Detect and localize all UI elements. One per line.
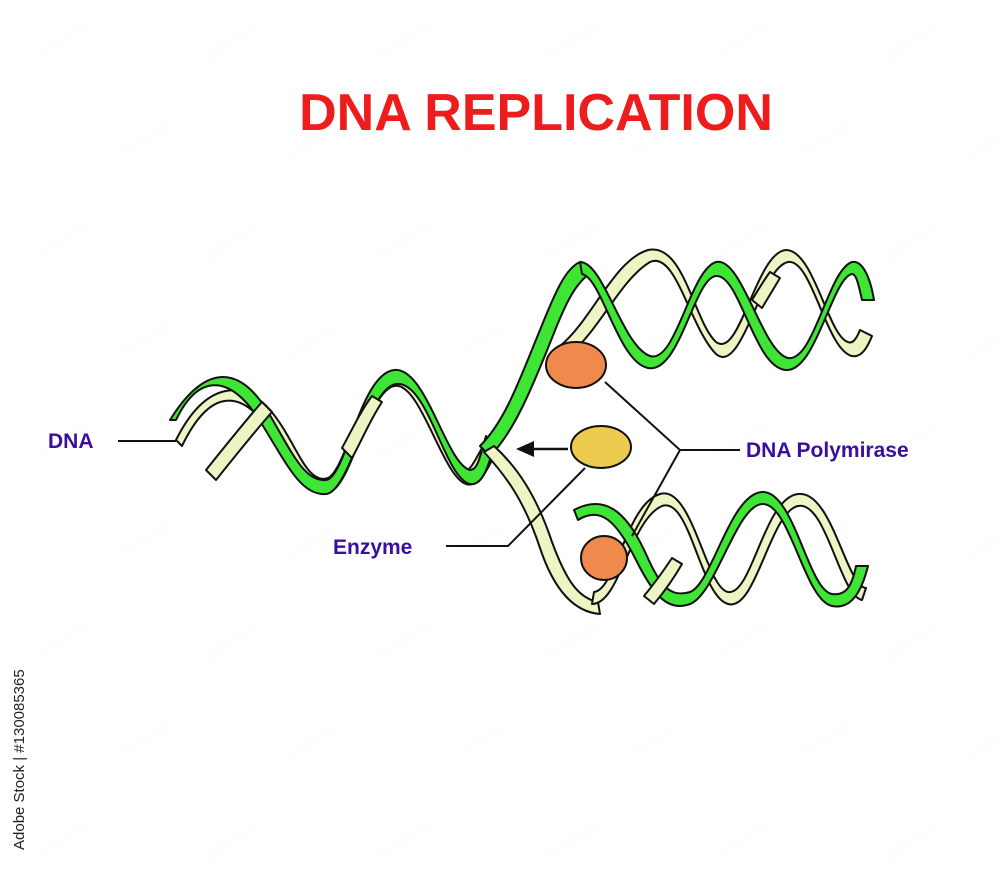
dna-label: DNA bbox=[48, 430, 94, 453]
lower-strand-pale bbox=[591, 492, 867, 606]
watermark-mark: ◌◌◌◌◌ bbox=[452, 516, 515, 565]
watermark-mark: ◌◌◌◌◌ bbox=[962, 316, 1000, 365]
watermark-mark: ◌◌◌◌◌ bbox=[542, 816, 605, 865]
polymerase-leader-branch bbox=[631, 449, 681, 537]
parent-cross-1 bbox=[205, 401, 273, 481]
watermark-mark: ◌◌◌◌◌ bbox=[882, 816, 945, 865]
watermark-mark: ◌◌◌◌◌ bbox=[372, 216, 435, 265]
watermark-mark: ◌◌◌◌◌ bbox=[882, 216, 945, 265]
watermark-mark: ◌◌◌◌◌ bbox=[112, 116, 175, 165]
watermark-mark: ◌◌◌◌◌ bbox=[372, 416, 435, 465]
watermark-mark: ◌◌◌◌◌ bbox=[202, 216, 265, 265]
upper-daughter-helix bbox=[559, 248, 875, 372]
watermark-mark: ◌◌◌◌◌ bbox=[882, 16, 945, 65]
watermark-mark: ◌◌◌◌◌ bbox=[962, 716, 1000, 765]
watermark-mark: ◌◌◌◌◌ bbox=[202, 816, 265, 865]
watermark-mark: ◌◌◌◌◌ bbox=[712, 216, 775, 265]
watermark-mark: ◌◌◌◌◌ bbox=[112, 716, 175, 765]
watermark-mark: ◌◌◌◌◌ bbox=[282, 316, 345, 365]
watermark-mark: ◌◌◌◌◌ bbox=[202, 616, 265, 665]
page-title: DNA REPLICATION bbox=[299, 84, 773, 142]
watermark-mark: ◌◌◌◌◌ bbox=[712, 816, 775, 865]
enzyme-leader bbox=[446, 467, 586, 547]
polymerase-upper-ellipse bbox=[545, 341, 607, 389]
leader-lines bbox=[118, 381, 740, 547]
watermark-mark: ◌◌◌◌◌ bbox=[542, 216, 605, 265]
watermark-mark: ◌◌◌◌◌ bbox=[32, 616, 95, 665]
upper-strand-green bbox=[579, 260, 875, 372]
polymerase-label: DNA Polymirase bbox=[746, 439, 909, 462]
lower-cross-accent bbox=[643, 557, 683, 605]
watermark-mark: ◌◌◌◌◌ bbox=[712, 616, 775, 665]
watermark-mark: ◌◌◌◌◌ bbox=[882, 616, 945, 665]
watermark-mark: ◌◌◌◌◌ bbox=[962, 516, 1000, 565]
watermark-mark: ◌◌◌◌◌ bbox=[372, 816, 435, 865]
fork-lower-arm bbox=[483, 445, 601, 615]
watermark-mark: ◌◌◌◌◌ bbox=[542, 16, 605, 65]
upper-cross-accent bbox=[751, 271, 781, 309]
enzyme-ellipse bbox=[570, 425, 632, 469]
watermark-mark: ◌◌◌◌◌ bbox=[32, 16, 95, 65]
watermark-mark: ◌◌◌◌◌ bbox=[372, 16, 435, 65]
watermark-mark: ◌◌◌◌◌ bbox=[792, 116, 855, 165]
watermark-mark: ◌◌◌◌◌ bbox=[32, 816, 95, 865]
parent-cross-2 bbox=[341, 395, 383, 459]
watermark-mark: ◌◌◌◌◌ bbox=[112, 516, 175, 565]
parent-dna-helix bbox=[169, 368, 495, 496]
watermark-mark: ◌◌◌◌◌ bbox=[452, 316, 515, 365]
watermark-mark: ◌◌◌◌◌ bbox=[962, 116, 1000, 165]
polymerase-lower-ellipse bbox=[580, 535, 628, 581]
watermark-mark: ◌◌◌◌◌ bbox=[372, 616, 435, 665]
watermark-mark: ◌◌◌◌◌ bbox=[792, 716, 855, 765]
stock-id-text: Adobe Stock | #130085365 bbox=[11, 669, 28, 850]
arrow-head-icon bbox=[516, 441, 534, 457]
watermark-mark: ◌◌◌◌◌ bbox=[282, 716, 345, 765]
direction-arrow bbox=[516, 441, 568, 457]
watermark-mark: ◌◌◌◌◌ bbox=[452, 716, 515, 765]
watermark-mark: ◌◌◌◌◌ bbox=[622, 716, 685, 765]
watermark-mark: ◌◌◌◌◌ bbox=[712, 16, 775, 65]
parent-strand-green bbox=[169, 368, 495, 496]
lower-strand-green bbox=[573, 490, 869, 608]
watermark-mark: ◌◌◌◌◌ bbox=[32, 216, 95, 265]
watermark-mark: ◌◌◌◌◌ bbox=[112, 316, 175, 365]
lower-daughter-helix bbox=[573, 490, 869, 608]
enzyme-label: Enzyme bbox=[333, 536, 412, 559]
watermark-mark: ◌◌◌◌◌ bbox=[542, 616, 605, 665]
watermark-mark: ◌◌◌◌◌ bbox=[202, 16, 265, 65]
